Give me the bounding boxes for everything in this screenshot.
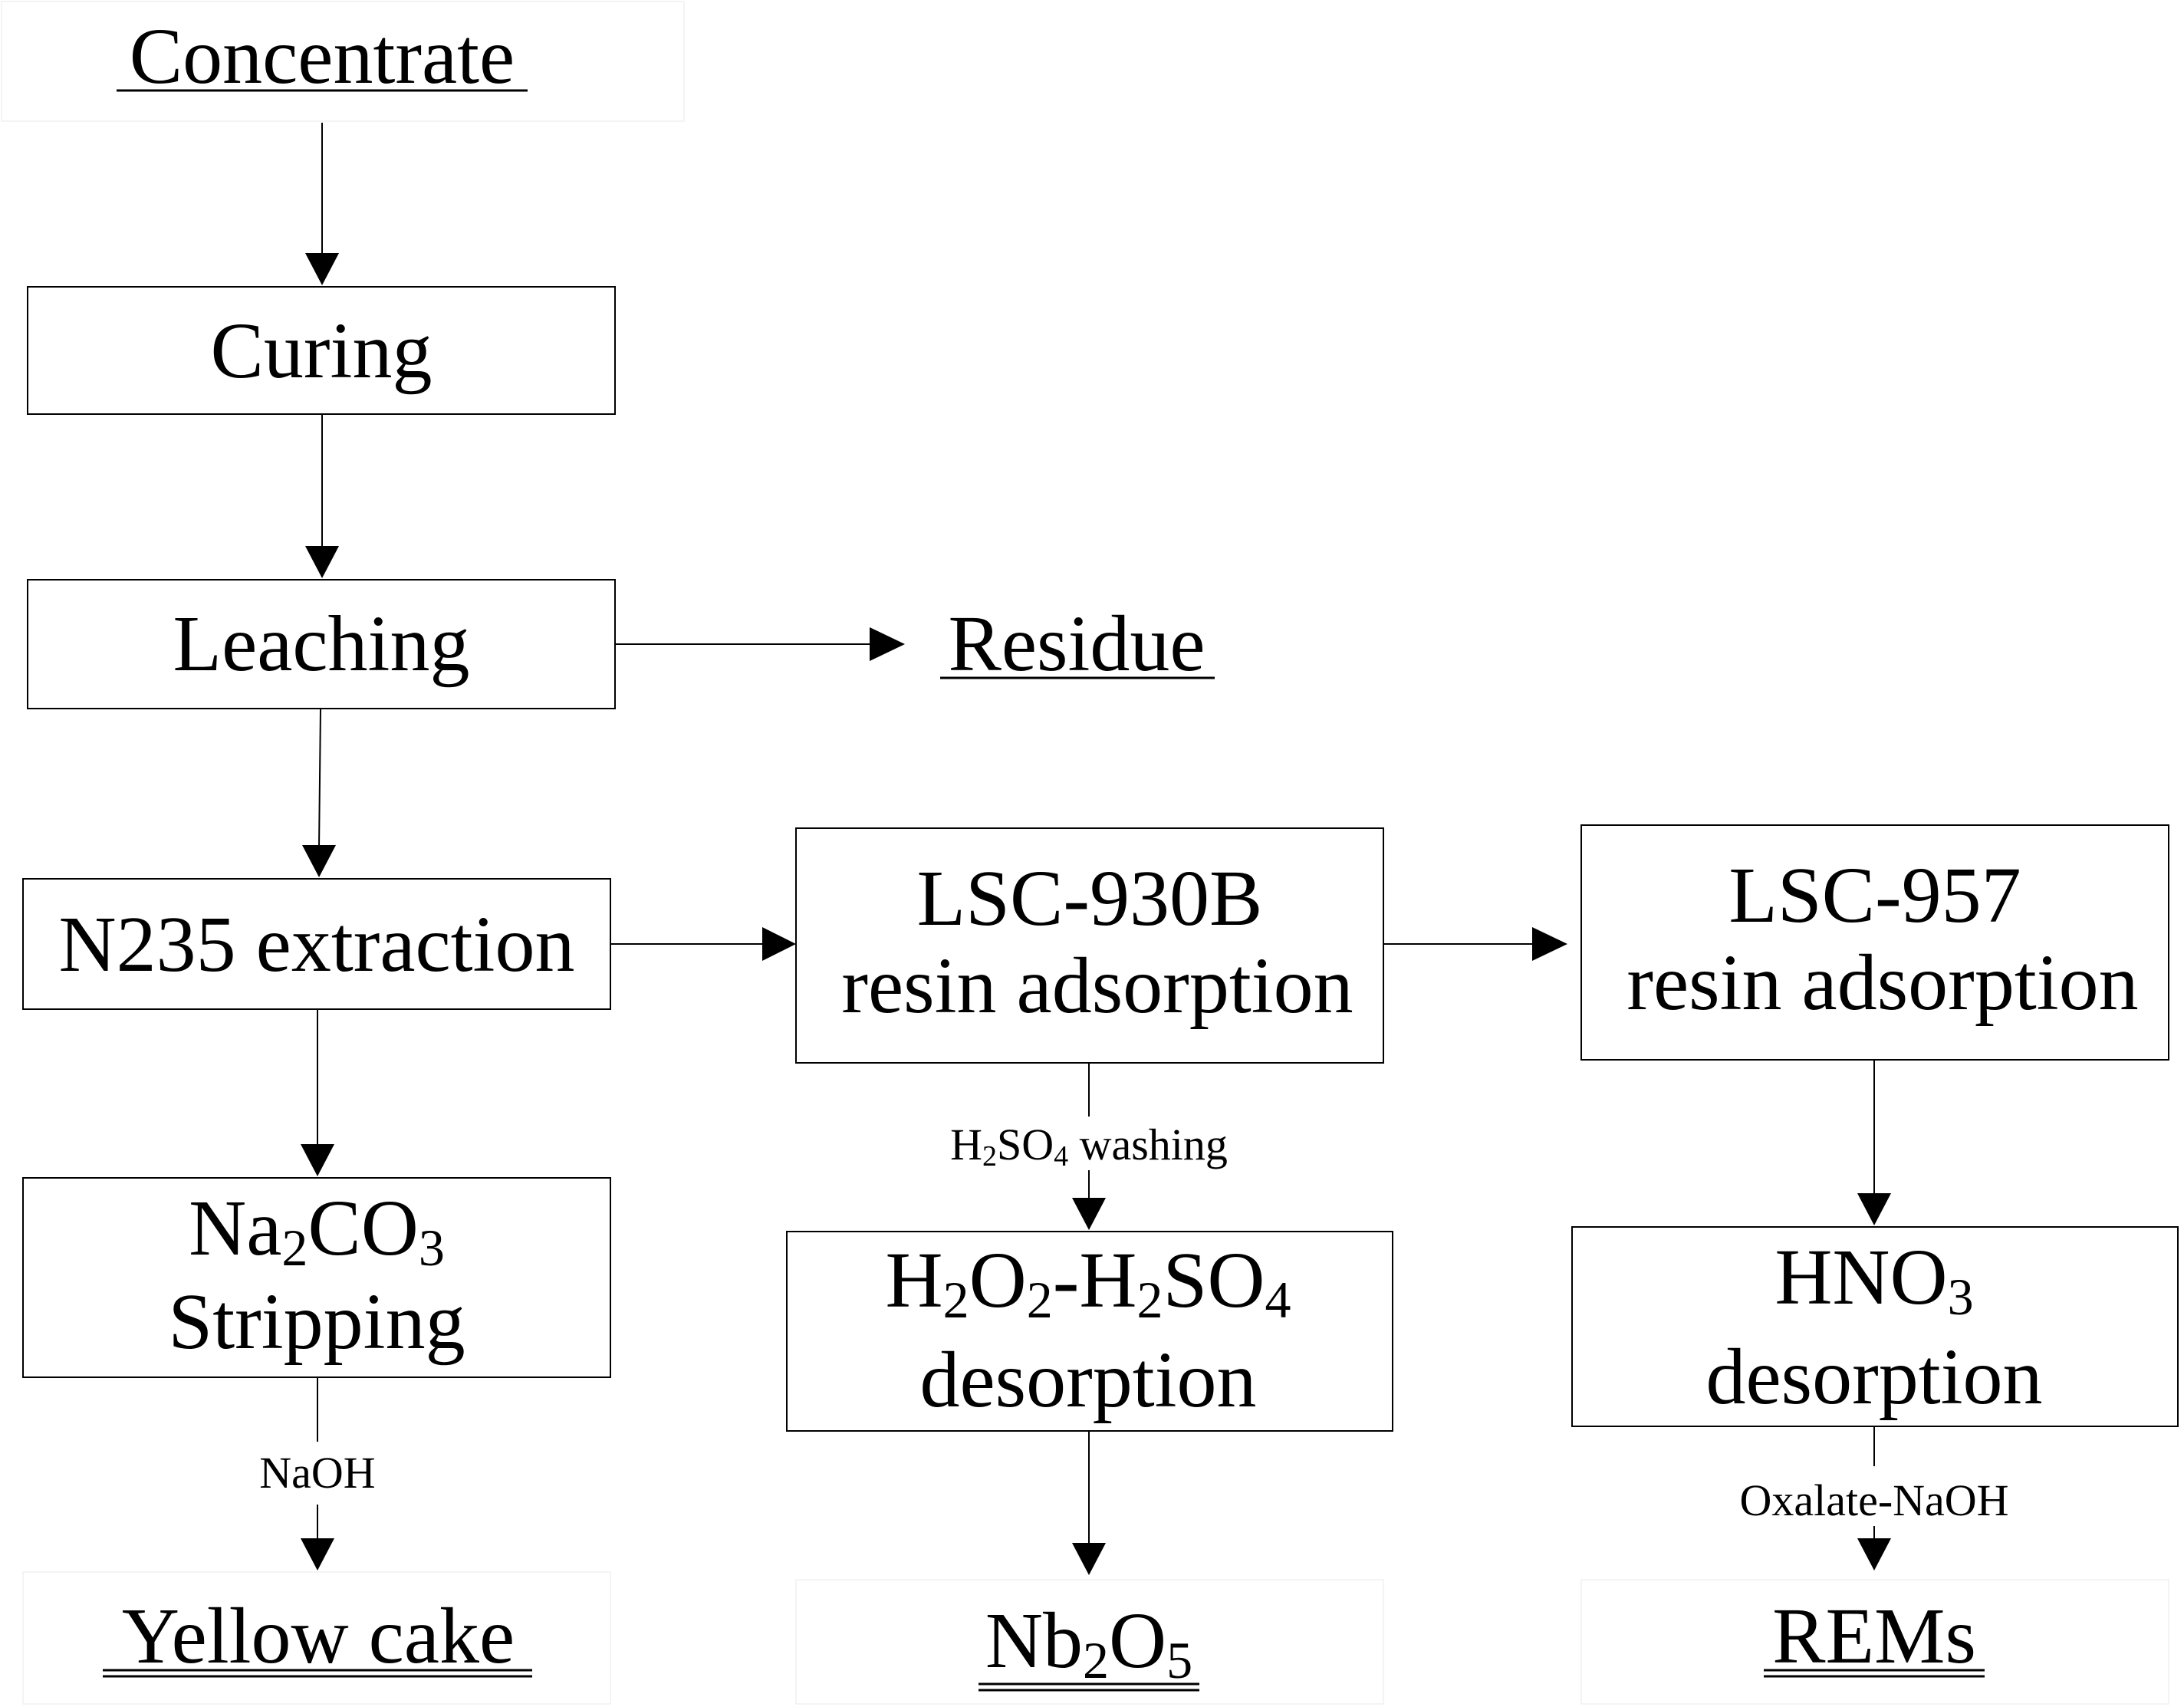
step-n235-extraction: N235 extraction — [22, 878, 611, 1010]
arrow-concentrate-to-curing — [305, 123, 339, 285]
curing-label: Curing — [211, 307, 433, 395]
terminal-nb2o5: Nb2O5 — [795, 1579, 1384, 1705]
step-h2o2-h2so4-desorption: H2O2-H2SO4 desorption — [786, 1231, 1393, 1432]
step-na2co3-stripping: Na2CO3 Stripping — [22, 1177, 611, 1378]
arrow-n235-to-lsc930b — [610, 927, 796, 961]
arrow-leaching-to-residue — [615, 627, 905, 661]
yellow-cake-label: Yellow cake — [122, 1592, 515, 1680]
terminal-rems: REMs — [1580, 1579, 2169, 1705]
rems-label: REMs — [1772, 1592, 1976, 1680]
hno3-desorption-label: desorption — [1705, 1333, 2042, 1421]
step-curing: Curing — [27, 286, 616, 415]
stripping-label: Stripping — [168, 1278, 465, 1366]
lsc957-line1: LSC-957 — [1728, 851, 2021, 939]
arrow-hno3-to-rems — [1857, 1426, 1891, 1571]
nb2o5-label: Nb2O5 — [985, 1597, 1192, 1689]
na2co3-formula: Na2CO3 — [189, 1184, 445, 1277]
lsc930b-line1: LSC-930B — [917, 854, 1263, 942]
terminal-residue: Residue — [940, 600, 1215, 688]
arrow-lsc930b-to-h2o2 — [1072, 1063, 1106, 1230]
n235-label: N235 extraction — [59, 900, 575, 988]
arrow-lsc930b-to-lsc957 — [1383, 927, 1567, 961]
step-hno3-desorption: HNO3 desorption — [1571, 1226, 2179, 1427]
terminal-yellow-cake: Yellow cake — [22, 1571, 611, 1705]
arrow-leaching-to-n235 — [302, 708, 336, 877]
reagent-naoh: NaOH — [259, 1448, 375, 1498]
leaching-label: Leaching — [173, 600, 470, 688]
arrow-n235-to-na2co3 — [301, 1009, 334, 1176]
reagent-oxalate-naoh: Oxalate-NaOH — [1739, 1475, 2008, 1525]
arrow-h2o2-to-nb2o5 — [1072, 1431, 1106, 1575]
lsc957-line2: resin adsorption — [1626, 939, 2138, 1027]
terminal-concentrate: Concentrate — [1, 1, 685, 122]
step-lsc930b-adsorption: LSC-930B resin adsorption — [795, 827, 1384, 1064]
residue-label: Residue — [948, 600, 1205, 688]
arrow-curing-to-leaching — [305, 414, 339, 578]
arrow-lsc957-to-hno3 — [1857, 1060, 1891, 1225]
arrow-na2co3-to-yellowcake — [301, 1377, 334, 1571]
step-lsc957-adsorption: LSC-957 resin adsorption — [1580, 824, 2169, 1061]
h2o2-h2so4-formula: H2O2-H2SO4 — [886, 1236, 1291, 1329]
hno3-formula: HNO3 — [1774, 1233, 1973, 1326]
lsc930b-line2: resin adsorption — [841, 942, 1353, 1030]
h2o2-desorption-label: desorption — [919, 1336, 1256, 1424]
concentrate-label: Concentrate — [130, 12, 515, 100]
reagent-h2so4-washing: H2SO4 washing — [950, 1120, 1228, 1173]
step-leaching: Leaching — [27, 579, 616, 709]
